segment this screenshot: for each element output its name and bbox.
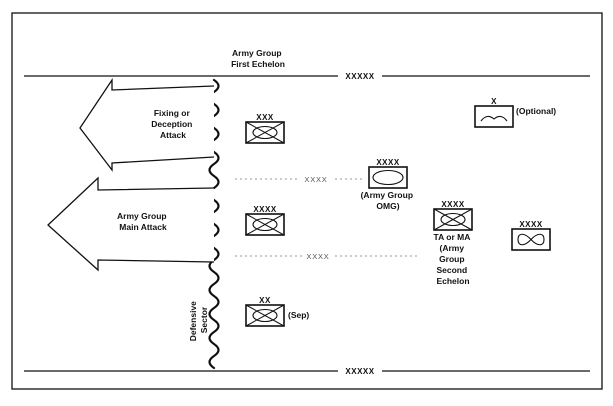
svg-text:XXX: XXX <box>256 113 274 122</box>
svg-text:XX: XX <box>259 296 271 305</box>
svg-text:XXXX: XXXX <box>253 205 277 214</box>
optional-brigade-symbol: X <box>474 97 514 128</box>
separate-division-label: (Sep) <box>288 310 309 320</box>
fixing-attack-label: Fixing or Deception Attack <box>151 108 194 140</box>
svg-text:XXXX: XXXX <box>441 200 465 209</box>
lower-front-boundary-echelon: XXXX <box>306 252 329 261</box>
main-attack-arrow <box>47 176 215 272</box>
first-echelon-army-symbol: XXXX <box>245 205 285 236</box>
corps-unit-symbol: XXX <box>245 113 285 144</box>
separate-division-symbol: XX <box>245 296 285 327</box>
second-echelon-unit-symbol: XXXX <box>433 200 473 231</box>
upper-front-boundary-echelon: XXXX <box>304 175 327 184</box>
diagram-frame <box>11 12 603 390</box>
bottom-boundary-echelon: XXXXX <box>345 367 374 376</box>
second-echelon-label: TA or MA (Army Group Second Echelon <box>434 232 473 286</box>
fixing-attack-arrow <box>79 77 215 172</box>
rear-army-unit-symbol: XXXX <box>511 220 551 251</box>
defensive-sector-label: Defensive Sector <box>188 299 209 342</box>
first-echelon-label: Army Group First Echelon <box>231 48 285 69</box>
main-attack-label: Army Group Main Attack <box>117 211 169 232</box>
top-boundary-echelon: XXXXX <box>345 72 374 81</box>
omg-unit-symbol: XXXX <box>368 158 408 189</box>
svg-text:XXXX: XXXX <box>519 220 543 229</box>
svg-text:XXXX: XXXX <box>376 158 400 167</box>
optional-label: (Optional) <box>516 106 556 116</box>
omg-label: (Army Group OMG) <box>361 190 416 211</box>
svg-text:X: X <box>491 97 497 106</box>
